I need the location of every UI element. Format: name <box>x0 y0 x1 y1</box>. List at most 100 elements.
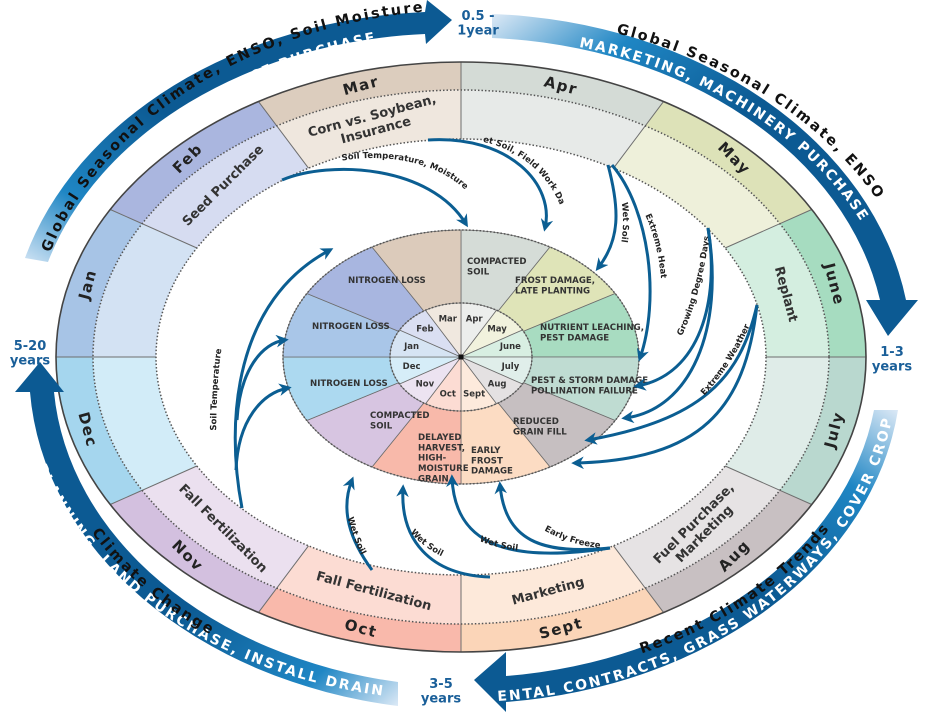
impact-label-line: FROST <box>471 456 503 466</box>
driver-arrow-soil-temperature <box>234 383 292 471</box>
month-divider <box>613 545 664 613</box>
ring-mid-edge <box>92 89 830 625</box>
impact-label-line: COMPACTED <box>467 257 527 267</box>
impact-label: NITROGEN LOSS <box>348 276 426 286</box>
ring-inner-edge <box>155 138 767 576</box>
band-arrow <box>15 362 398 706</box>
month-segment-may: May <box>613 101 812 248</box>
arrow-path <box>234 383 292 471</box>
activity-band <box>613 466 780 589</box>
impact-label-line: FROST DAMAGE, <box>515 276 595 286</box>
driver-arrow-extreme-weather <box>571 304 759 470</box>
inner-month-label: May <box>487 325 507 335</box>
inner-month-label: Jan <box>403 342 419 352</box>
impact-label-line: DAMAGE <box>471 467 513 477</box>
impact-label-line: LATE PLANTING <box>515 286 590 296</box>
driver-arrow-wet-soil-nov: Wet Soil <box>342 476 374 571</box>
month-divider <box>613 101 664 169</box>
month-segment-dec: Dec <box>56 357 197 505</box>
activity-band <box>93 223 197 357</box>
month-divider <box>258 101 309 169</box>
inner-month-sector-june <box>460 329 533 358</box>
month-band <box>461 588 664 652</box>
impact-label: NUTRIENT LEACHING,PEST DAMAGE <box>540 323 644 343</box>
arrow-path <box>446 474 611 555</box>
driver-label: Wet Soil <box>345 516 368 557</box>
impact-label-line: REDUCED <box>513 417 559 427</box>
inner-month-label: June <box>499 342 521 352</box>
activity-band <box>725 357 829 491</box>
inner-month-label: Feb <box>416 325 433 335</box>
impact-label-line: NUTRIENT LEACHING, <box>540 323 644 333</box>
activity-band <box>725 223 829 357</box>
impact-label-line: HARVEST, <box>418 443 465 453</box>
impact-label-line: GRAIN <box>418 474 449 484</box>
inner-month-label: Apr <box>466 314 484 324</box>
ring-outer-edge <box>55 61 867 653</box>
month-band <box>779 357 866 505</box>
impact-label-line: NITROGEN LOSS <box>312 322 390 332</box>
band-arrow <box>492 14 918 336</box>
month-band <box>645 101 812 224</box>
inner-month-label: Dec <box>403 362 421 372</box>
month-band <box>56 209 143 357</box>
band-arrow <box>25 0 452 262</box>
impact-label-line: SOIL <box>467 267 490 277</box>
impact-label-line: MOISTURE <box>418 464 469 474</box>
driver-arrow-soil-temperature <box>235 334 289 421</box>
month-divider <box>110 465 198 505</box>
inner-month-label: Aug <box>488 380 507 390</box>
impact-label-line: POLLINATION FAILURE <box>531 386 638 396</box>
month-band <box>258 588 461 652</box>
driver-arrow-wet-soil-may: Wet Soil <box>595 164 630 271</box>
driver-label: Soil Temperature <box>209 348 224 431</box>
impact-label-line: SOIL <box>370 421 393 431</box>
activity-band <box>461 90 645 169</box>
arrow-path <box>235 334 289 421</box>
impact-label-line: HIGH- <box>418 454 447 464</box>
month-segment-july: July <box>725 357 866 505</box>
impact-label-line: GRAIN FILL <box>513 427 567 437</box>
impact-label-line: DELAYED <box>418 433 462 443</box>
month-segment-apr: Apr <box>461 62 664 169</box>
horizon-label-h1: 0.5 -1year <box>457 9 499 38</box>
arrow-path <box>494 481 611 552</box>
activity-band <box>142 466 309 589</box>
month-band <box>110 490 277 613</box>
impact-label-line: NITROGEN LOSS <box>348 276 426 286</box>
driver-label: Wet Soil <box>618 202 630 243</box>
center-hub <box>458 354 464 360</box>
impact-label-line: EARLY <box>471 446 501 456</box>
arrow-path <box>621 227 714 424</box>
month-band <box>56 357 143 505</box>
activity-band <box>142 125 309 248</box>
arrow-path <box>427 138 554 232</box>
driver-label: Wet Soil <box>478 534 519 553</box>
impact-label: PEST & STORM DAMAGE,POLLINATION FAILURE <box>531 376 651 396</box>
driver-arrow-growing-degree-days <box>621 227 714 424</box>
band-arrow <box>474 410 898 712</box>
impact-label: NITROGEN LOSS <box>310 379 388 389</box>
month-divider <box>110 209 198 249</box>
inner-month-edge <box>389 302 533 412</box>
arrow-path <box>571 304 759 470</box>
arrow-path <box>610 164 652 362</box>
inner-month-sector-july <box>460 356 533 385</box>
inner-month-label: Mar <box>439 314 458 324</box>
activity-band <box>93 357 197 491</box>
month-band <box>110 101 277 224</box>
impact-label: NITROGEN LOSS <box>312 322 390 332</box>
impact-label-line: COMPACTED <box>370 411 430 421</box>
